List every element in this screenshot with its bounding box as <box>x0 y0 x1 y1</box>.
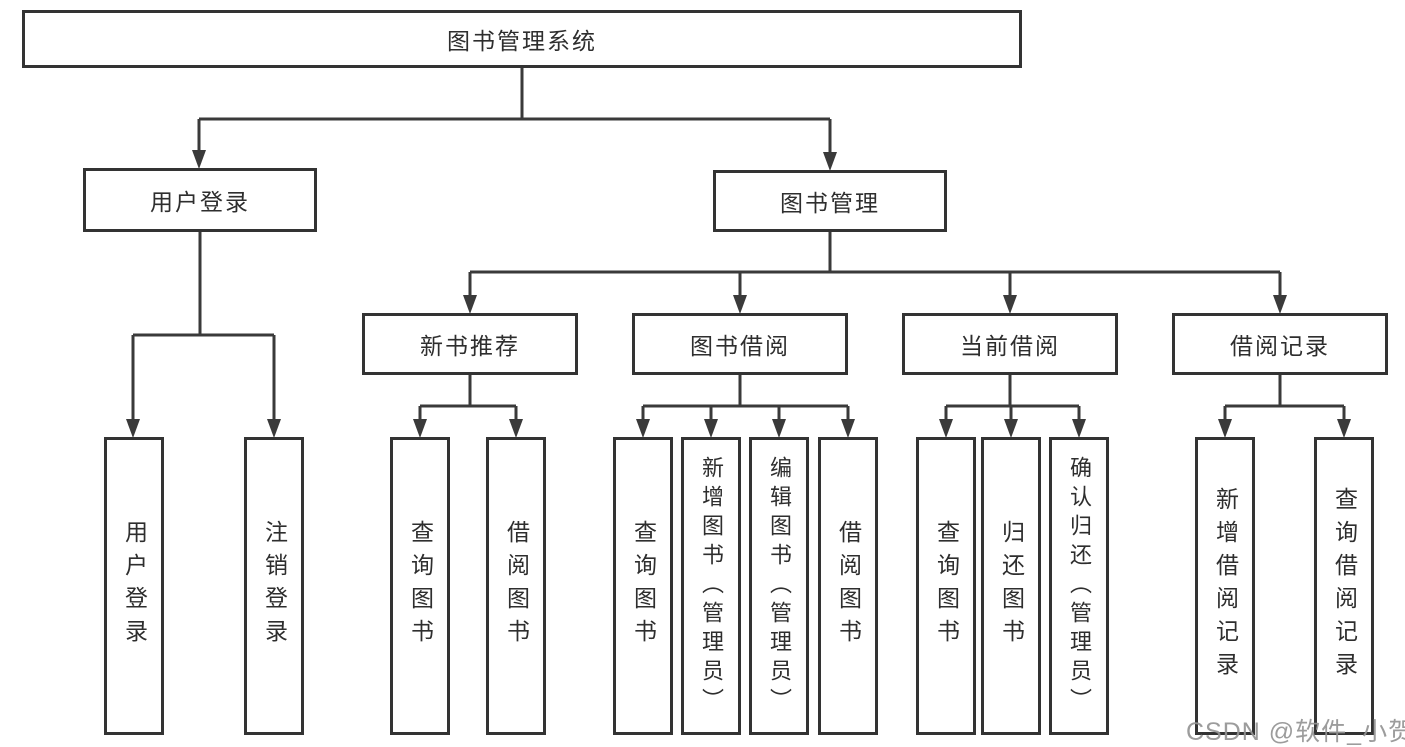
arrowhead-borrow-books-1 <box>509 419 523 438</box>
arrowhead-leaf-logout <box>267 419 281 438</box>
arrowhead-borrow-books-2 <box>841 419 855 438</box>
leaf-borrow-books-recommend: 借阅图书 <box>486 437 546 735</box>
leaf-borrow-books: 借阅图书 <box>818 437 878 735</box>
arrowhead-query-books-1 <box>413 419 427 438</box>
leaf-user-login: 用户登录 <box>104 437 164 735</box>
leaf-return-books: 归还图书 <box>981 437 1041 735</box>
arrowhead-book-borrow <box>733 295 747 314</box>
arrowhead-confirm-return <box>1072 419 1086 438</box>
arrowhead-query-books-3 <box>939 419 953 438</box>
arrowhead-new-book <box>463 295 477 314</box>
leaf-query-books-borrowing: 查询图书 <box>613 437 673 735</box>
arrowhead-book-management <box>823 152 837 171</box>
node-borrowing-records: 借阅记录 <box>1172 313 1388 375</box>
arrowhead-add-record <box>1218 419 1232 438</box>
leaf-confirm-return-admin: 确认归还（管理员） <box>1049 437 1109 735</box>
leaf-query-borrow-record: 查询借阅记录 <box>1314 437 1374 735</box>
node-book-management: 图书管理 <box>713 170 947 232</box>
node-user-login: 用户登录 <box>83 168 317 232</box>
node-book-borrowing: 图书借阅 <box>632 313 848 375</box>
arrowhead-edit-books <box>772 419 786 438</box>
leaf-query-books-recommend: 查询图书 <box>390 437 450 735</box>
leaf-edit-books-admin: 编辑图书（管理员） <box>749 437 809 735</box>
arrowhead-leaf-user-login <box>126 419 140 438</box>
arrowhead-add-books <box>704 419 718 438</box>
arrowhead-borrow-records <box>1273 295 1287 314</box>
node-new-book-recommendation: 新书推荐 <box>362 313 578 375</box>
leaf-add-books-admin: 新增图书（管理员） <box>681 437 741 735</box>
arrowhead-return-books <box>1004 419 1018 438</box>
node-library-management-system: 图书管理系统 <box>22 10 1022 68</box>
arrowhead-current-borrow <box>1003 295 1017 314</box>
leaf-add-borrow-record: 新增借阅记录 <box>1195 437 1255 735</box>
leaf-logout-login: 注销登录 <box>244 437 304 735</box>
csdn-watermark: CSDN @软件_小贺同学 <box>1186 718 1405 746</box>
arrowhead-user-login <box>192 150 206 169</box>
arrowhead-query-books-2 <box>636 419 650 438</box>
node-current-borrowing: 当前借阅 <box>902 313 1118 375</box>
arrowhead-query-record <box>1337 419 1351 438</box>
leaf-query-books-current: 查询图书 <box>916 437 976 735</box>
